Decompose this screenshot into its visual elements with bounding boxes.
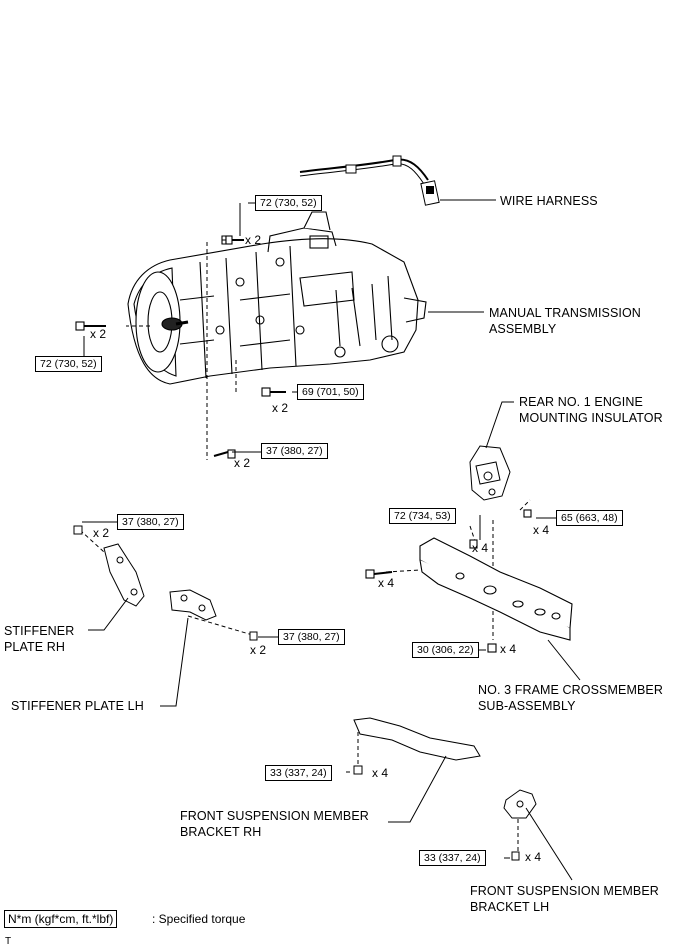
- quantity-label: x 4: [378, 576, 395, 590]
- label-rear-insulator-line2: MOUNTING INSULATOR: [519, 411, 663, 425]
- label-crossmember-line2: SUB-ASSEMBLY: [478, 699, 576, 713]
- legend-text: : Specified torque: [152, 912, 246, 926]
- torque-box: 37 (380, 27): [278, 629, 345, 645]
- legend-unit-box: N*m (kgf*cm, ft.*lbf): [4, 910, 118, 928]
- quantity-label: x 4: [525, 850, 542, 864]
- stiffener-plate-lh-drawing: [169, 589, 258, 641]
- torque-box: 72 (730, 52): [35, 356, 102, 372]
- torque-box: 72 (730, 52): [255, 195, 322, 211]
- quantity-label: x 4: [533, 523, 550, 537]
- bolt-icon-group: [75, 235, 286, 459]
- label-stiffener-rh-line1: STIFFENER: [4, 624, 75, 638]
- label-wire-harness: WIRE HARNESS: [500, 194, 598, 208]
- front-bracket-rh-drawing: [353, 717, 481, 775]
- label-manual-transmission-line2: ASSEMBLY: [489, 322, 557, 336]
- rear-mounting-insulator-drawing: [469, 445, 511, 501]
- quantity-label: x 2: [234, 456, 251, 470]
- stiffener-plate-rh-drawing: [73, 525, 145, 607]
- quantity-label: x 4: [372, 766, 389, 780]
- quantity-label: x 2: [93, 526, 110, 540]
- callout-leaders: [88, 199, 581, 881]
- label-front-bracket-lh-line2: BRACKET LH: [470, 900, 550, 914]
- torque-box: 72 (734, 53): [389, 508, 456, 524]
- label-front-bracket-rh-line1: FRONT SUSPENSION MEMBER: [180, 809, 369, 823]
- torque-box: 33 (337, 24): [419, 850, 486, 866]
- label-rear-insulator-line1: REAR NO. 1 ENGINE: [519, 395, 643, 409]
- torque-box: 37 (380, 27): [117, 514, 184, 530]
- quantity-label: x 2: [245, 233, 262, 247]
- label-stiffener-lh: STIFFENER PLATE LH: [11, 699, 144, 713]
- label-manual-transmission-line1: MANUAL TRANSMISSION: [489, 306, 641, 320]
- label-stiffener-rh-line2: PLATE RH: [4, 640, 65, 654]
- quantity-label: x 4: [500, 642, 517, 656]
- label-front-bracket-lh-line1: FRONT SUSPENSION MEMBER: [470, 884, 659, 898]
- torque-box: 69 (701, 50): [297, 384, 364, 400]
- quantity-label: x 2: [250, 643, 267, 657]
- corner-mark: T: [5, 936, 12, 947]
- torque-box: 65 (663, 48): [556, 510, 623, 526]
- torque-box: 37 (380, 27): [261, 443, 328, 459]
- label-crossmember-line1: NO. 3 FRAME CROSSMEMBER: [478, 683, 663, 697]
- wire-harness-drawing: [299, 155, 440, 206]
- manual-transmission-drawing: [127, 211, 427, 385]
- torque-box: 30 (306, 22): [412, 642, 479, 658]
- crossmember-drawing: [365, 509, 573, 653]
- quantity-label: x 4: [472, 541, 489, 555]
- torque-box: 33 (337, 24): [265, 765, 332, 781]
- label-front-bracket-rh-line2: BRACKET RH: [180, 825, 262, 839]
- quantity-label: x 2: [90, 327, 107, 341]
- quantity-label: x 2: [272, 401, 289, 415]
